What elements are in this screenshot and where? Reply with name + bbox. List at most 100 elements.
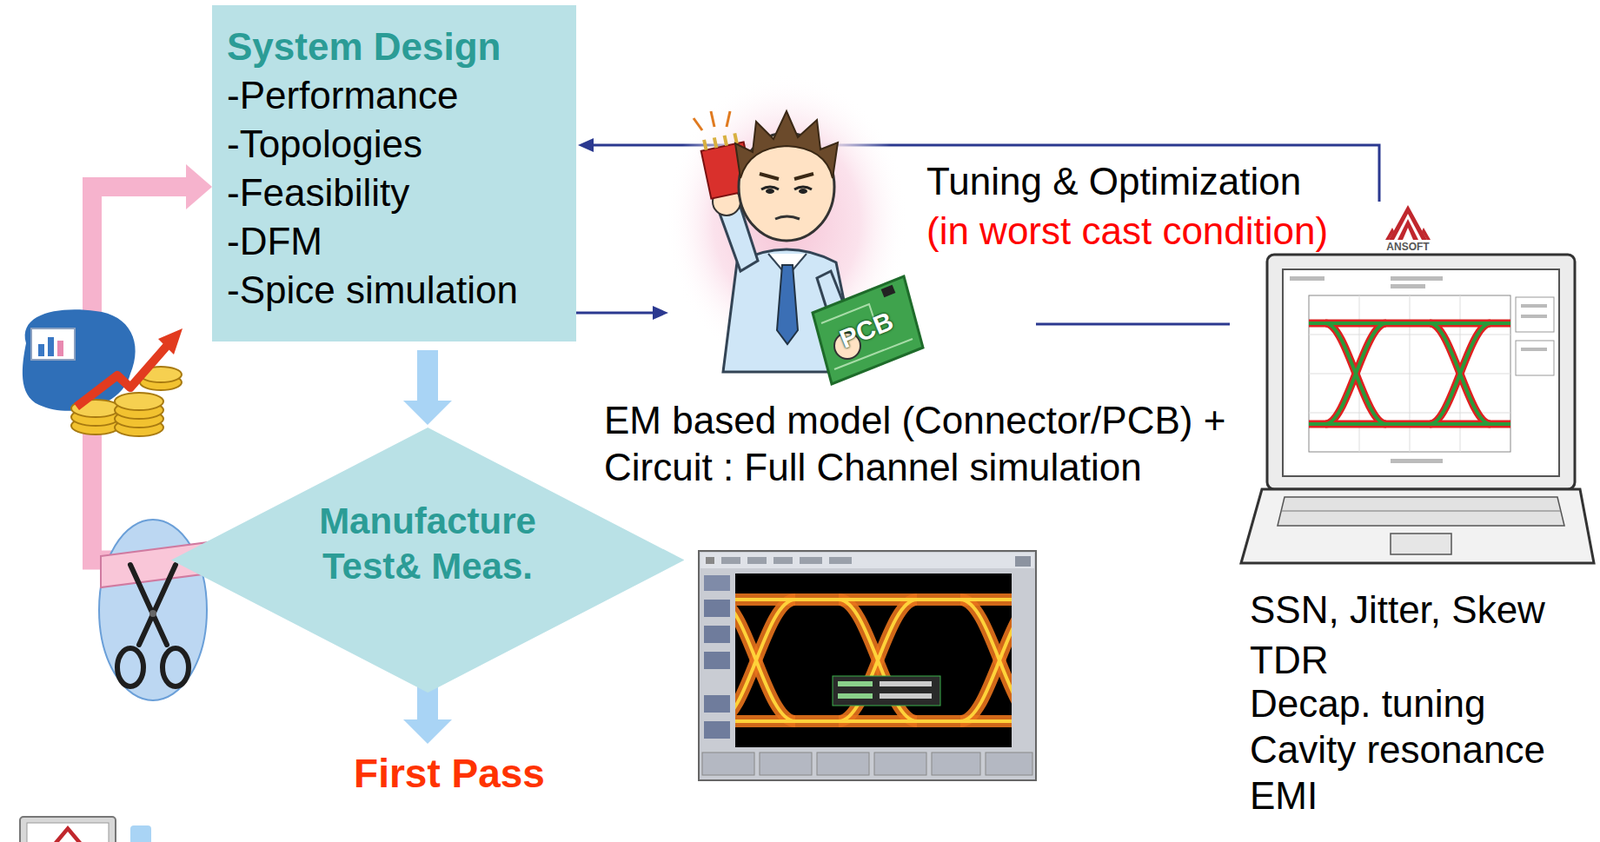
money-icon (47, 337, 54, 357)
money-icon (31, 328, 75, 360)
money-icon (57, 340, 64, 357)
money-icon (76, 345, 167, 407)
arrow-head (185, 164, 213, 210)
analysis-item: TDR (1249, 637, 1328, 684)
scope-screenshot (703, 721, 731, 739)
scissors-icon (130, 564, 167, 645)
box-heading: System Design (226, 22, 562, 72)
laptop-illustration (1267, 254, 1575, 490)
laptop-illustration (1390, 533, 1452, 555)
laptop-illustration (1390, 276, 1443, 281)
laptop-illustration (1308, 295, 1511, 452)
corner-logo (19, 816, 116, 842)
laptop-illustration (1429, 323, 1491, 425)
flow-arrow (576, 305, 669, 320)
scope-screenshot (703, 651, 731, 670)
laptop-illustration (1308, 422, 1511, 426)
scope-screenshot (747, 557, 767, 565)
laptop-illustration (1308, 323, 1511, 425)
analysis-item: Decap. tuning (1249, 681, 1487, 727)
laptop-illustration (1429, 323, 1491, 425)
laptop-illustration (1325, 323, 1387, 425)
laptop-illustration (1308, 321, 1511, 326)
analysis-item: SSN, Jitter, Skew (1249, 587, 1546, 633)
link-line (1035, 323, 1230, 326)
link-line (1035, 324, 1230, 326)
process-box: System Design-Performance-Topologies-Fea… (212, 5, 577, 342)
scope-screenshot (735, 719, 1012, 724)
scissors-icon (117, 648, 144, 687)
money-icon (22, 309, 136, 412)
list-item: -Feasibility (226, 168, 562, 218)
scope-screenshot (703, 695, 731, 713)
engineer-cartoon (726, 111, 731, 127)
laptop-illustration (1277, 497, 1565, 526)
result-arrow (403, 684, 452, 744)
laptop-illustration (1308, 323, 1511, 425)
engineer-cartoon (794, 173, 814, 180)
engineer-cartoon (881, 285, 897, 299)
corner-logo (130, 825, 152, 842)
engineer-cartoon (734, 132, 737, 144)
list-item: -Topologies (226, 119, 562, 169)
scissors-icon (149, 610, 157, 618)
result-arrow (403, 684, 452, 744)
laptop-illustration (1289, 276, 1325, 281)
laptop-illustration (1520, 304, 1547, 308)
scope-screenshot (960, 599, 1012, 722)
laptop-illustration (1308, 323, 1511, 425)
scope-screenshot (1015, 556, 1031, 567)
engineer-cartoon (724, 135, 727, 147)
engineer-cartoon (664, 73, 923, 385)
engineer-cartoon (812, 276, 923, 385)
decision-label: Manufacture Test& Meas. (301, 498, 554, 590)
laptop-illustration (1429, 323, 1491, 425)
scope-screenshot (735, 599, 1012, 722)
feedback-line (577, 138, 594, 153)
engineer-cartoon (703, 132, 737, 150)
engineer-cartoon (765, 188, 775, 194)
scope-screenshot (721, 557, 741, 565)
laptop-illustration (1281, 511, 1561, 512)
laptop-illustration (1325, 323, 1387, 425)
scope-screenshot (837, 693, 873, 699)
decision-text-block: Manufacture Test& Meas. (301, 498, 554, 590)
scope-screenshot (960, 599, 1012, 722)
corner-logo (26, 823, 109, 842)
description: Circuit : Full Channel simulation (604, 444, 1142, 491)
money-icon (114, 392, 164, 411)
scope-screenshot (759, 752, 812, 776)
laptop-illustration (1241, 205, 1594, 564)
ansoft-logo (1421, 227, 1431, 240)
laptop-illustration (1409, 295, 1411, 452)
scope-screenshot (960, 599, 1012, 722)
scope-screenshot (931, 752, 981, 776)
laptop-illustration (1515, 340, 1554, 376)
flow-arrow (576, 312, 655, 315)
scope-screenshot (829, 557, 852, 565)
engineer-cartoon (714, 137, 717, 148)
scope-screenshot (735, 597, 1012, 602)
scissors-icon (162, 648, 189, 687)
laptop-illustration (1520, 314, 1547, 319)
list-item: -Performance (226, 71, 562, 120)
scope-screenshot (735, 599, 1012, 722)
scope-screenshot (832, 676, 941, 706)
ansoft-logo (1397, 219, 1419, 240)
scope-screenshot (735, 599, 796, 722)
laptop-illustration (1390, 284, 1426, 289)
corner-logo (19, 816, 152, 842)
result-label: First Pass (353, 749, 545, 798)
list-item: -Spice simulation (226, 265, 562, 315)
scope-screenshot (735, 599, 796, 722)
laptop-illustration (1325, 323, 1387, 425)
laptop-illustration (1241, 489, 1594, 564)
engineer-cartoon (710, 111, 715, 127)
engineer-cartoon (735, 111, 838, 179)
scope-screenshot (735, 599, 1012, 722)
ansoft-logo (1388, 205, 1428, 240)
scope-screenshot (773, 557, 793, 565)
scope-screenshot (874, 752, 927, 776)
scope-screenshot (879, 681, 932, 687)
